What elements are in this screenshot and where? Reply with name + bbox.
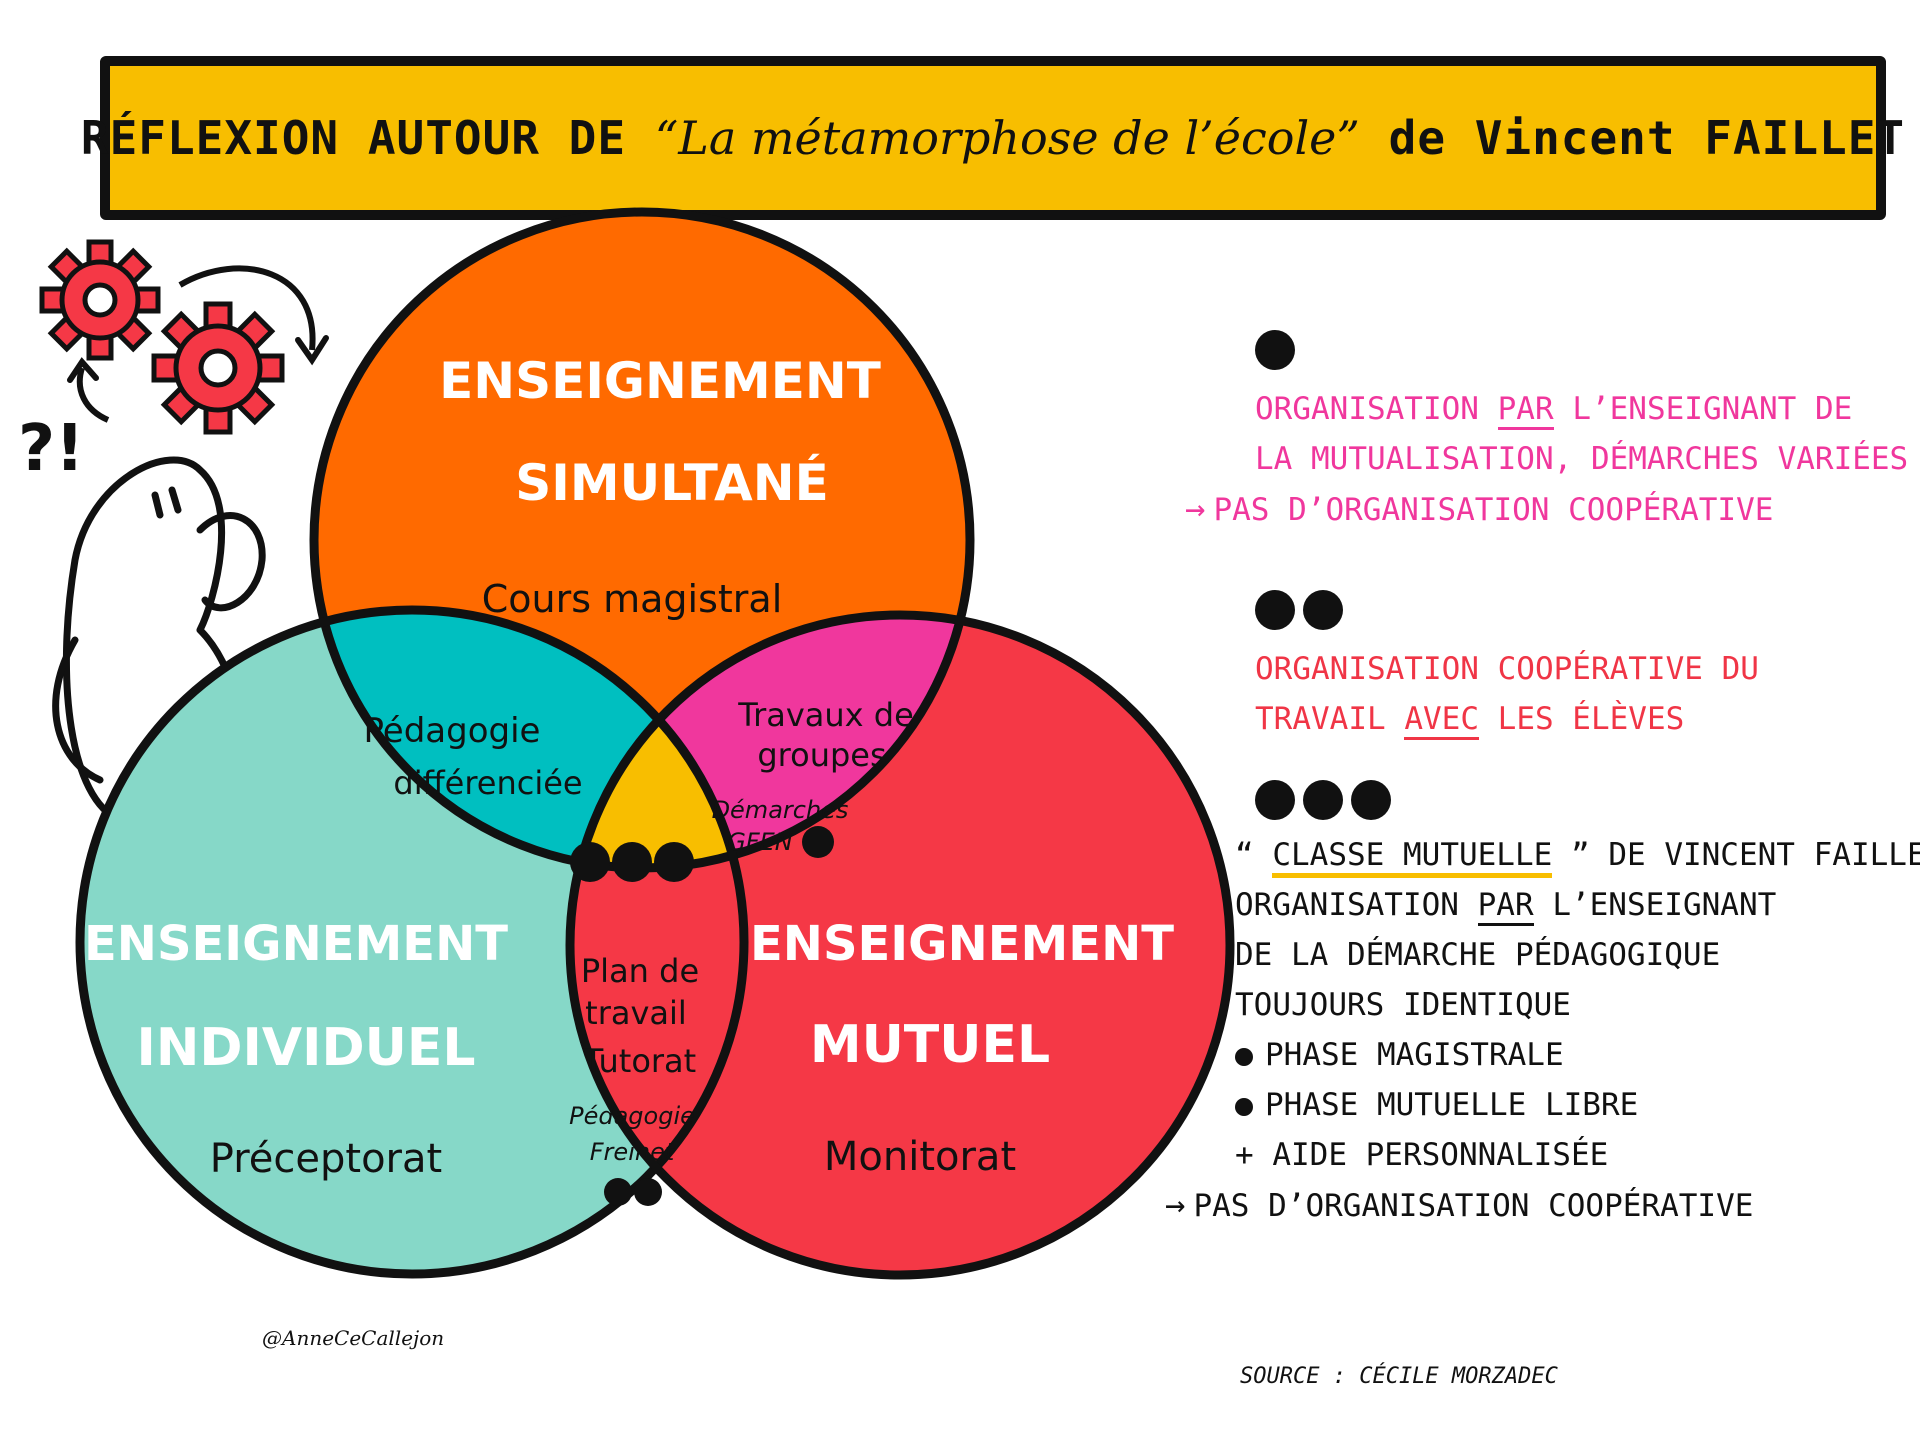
overlap-simultane-individuel [314,610,744,868]
legend-two: ORGANISATION COOPÉRATIVE DU TRAVAIL AVEC… [1255,590,1759,744]
legend-three-line7: + AIDE PERSONNALISÉE [1235,1137,1609,1173]
individuel-title-1: ENSEIGNEMENT [84,916,508,972]
title-part-2: de Vincent FAILLET [1388,111,1906,165]
three-dots-marker [570,842,694,882]
legend-one-line1-c: L’ENSEIGNANT DE [1572,391,1853,427]
legend-two-line2-c: LES ÉLÈVES [1497,701,1685,737]
title-part-1: RÉFLEXION AUTOUR DE [80,111,627,165]
legend-two-line2-b: AVEC [1404,701,1479,740]
page-title: RÉFLEXION AUTOUR DE “La métamorphose de … [81,111,1905,165]
legend-two-line2-a: TRAVAIL [1255,701,1386,737]
simultane-title-1: ENSEIGNEMENT [439,352,881,410]
demarches-label: Démarches [712,796,849,824]
thinker-figure [52,456,266,824]
gfen-label: GFEN [727,828,793,856]
pedagogie-label: Pédagogie [569,1102,695,1130]
legend-one-line1-b: PAR [1497,391,1554,430]
pedagogie-differenciee-2: différenciée [393,764,582,802]
legend-three-line6: PHASE MUTUELLE LIBRE [1265,1087,1639,1123]
tutorat-label: Tutorat [583,1042,696,1080]
bullet-icon [1235,1047,1253,1066]
circle-individuel-outline [75,605,749,1279]
thinker-marks: ?! [18,412,84,486]
legend-two-line1: ORGANISATION COOPÉRATIVE DU [1255,651,1759,687]
legend-three-line8: PAS D’ORGANISATION COOPÉRATIVE [1193,1188,1754,1224]
two-dots-marker [1255,590,1759,630]
arrow-head-icon [67,357,99,383]
mutuel-title-2: MUTUEL [810,1015,1050,1075]
plan-de-travail-2: travail [585,994,687,1032]
mutuel-title-1: ENSEIGNEMENT [750,916,1174,972]
simultane-subtitle: Cours magistral [482,577,783,621]
overlap-simultane-mutuel [570,615,970,868]
legend-one: ORGANISATION PAR L’ENSEIGNANT DE LA MUTU… [1185,330,1909,535]
travaux-de-groupes-1: Travaux de [737,696,914,734]
legend-three-line1-rest: DE VINCENT FAILLET. [1608,837,1920,873]
simultane-title-2: SIMULTANÉ [515,453,828,512]
legend-one-line1-a: ORGANISATION [1255,391,1479,427]
legend-three-line2-a: ORGANISATION [1235,887,1459,923]
legend-three-line5: PHASE MAGISTRALE [1265,1037,1564,1073]
legend-three-line2-c: L’ENSEIGNANT [1552,887,1777,923]
plan-de-travail-1: Plan de [581,952,699,990]
three-dots-marker [1255,780,1920,820]
legend-three-classe-mutuelle: CLASSE MUTUELLE [1272,837,1553,878]
arrow-right-icon: → [1165,1185,1186,1225]
travaux-de-groupes-2: groupes [757,736,886,774]
mutuel-subtitle: Monitorat [824,1134,1016,1180]
two-dots-marker [604,1178,662,1206]
legend-three-line2-b: PAR [1477,887,1534,926]
gear-icon [151,301,285,435]
pedagogie-differenciee-1: Pédagogie [364,711,541,751]
legend-one-line2: LA MUTUALISATION, DÉMARCHES VARIÉES [1255,441,1909,477]
legend-three-line4: TOUJOURS IDENTIQUE [1235,987,1571,1023]
gear-icon [39,239,161,361]
individuel-title-2: INDIVIDUEL [136,1018,475,1078]
author-credit: @AnneCeCallejon [262,1326,445,1350]
one-dot-marker [1255,330,1908,370]
legend-three: “ CLASSE MUTUELLE ” DE VINCENT FAILLET. … [1165,780,1920,1231]
one-dot-marker [802,826,834,858]
legend-three-quote-close: ” [1570,837,1590,873]
title-book: “La métamorphose de l’école” [654,111,1360,165]
arrow-right-icon: → [1185,489,1206,529]
freinet-label: Freinet [590,1138,676,1166]
arrow-head-icon [295,335,329,366]
legend-three-quote-open: “ [1235,837,1254,873]
title-banner: RÉFLEXION AUTOUR DE “La métamorphose de … [81,56,1904,220]
curved-arrow-icon [76,367,110,423]
source-credit: SOURCE : CÉCILE MORZADEC [1240,1364,1558,1389]
bullet-icon [1235,1097,1253,1116]
individuel-subtitle: Préceptorat [210,1136,442,1182]
curved-arrow-icon [178,265,316,351]
legend-three-line3: DE LA DÉMARCHE PÉDAGOGIQUE [1235,937,1721,973]
circle-mutuel-outline [565,610,1235,1280]
legend-one-line3: PAS D’ORGANISATION COOPÉRATIVE [1213,492,1774,528]
